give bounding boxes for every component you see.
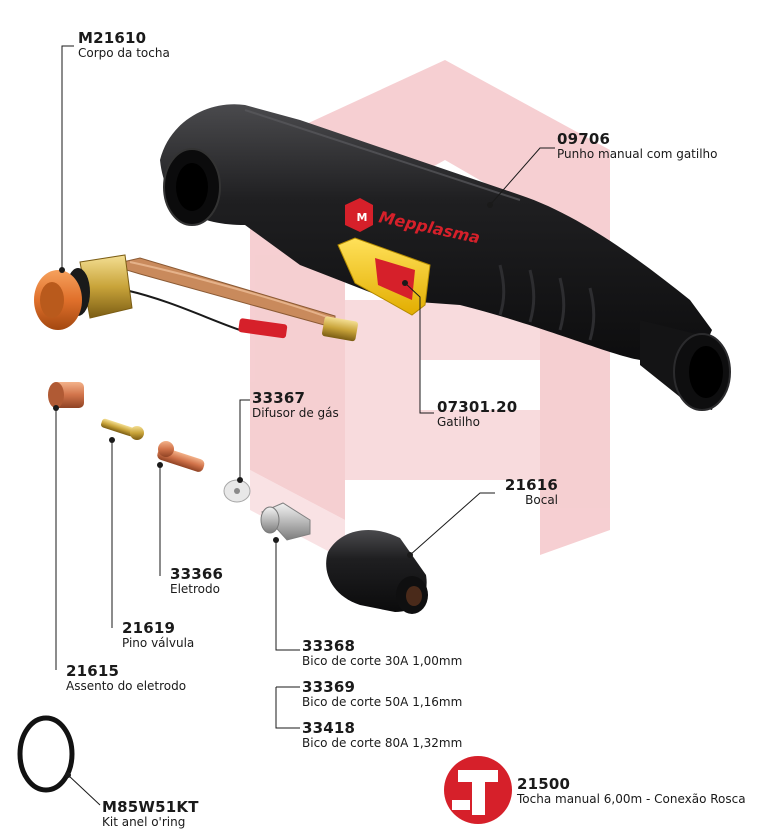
- nozzle: [326, 530, 428, 614]
- part-label-21619: 21619 Pino válvula: [122, 619, 195, 651]
- part-code: 21615: [66, 662, 120, 680]
- part-label-m21610: M21610 Corpo da tocha: [78, 29, 170, 61]
- torch-handle: [160, 104, 731, 411]
- leader-lines: [55, 45, 555, 806]
- part-desc: Corpo da tocha: [78, 46, 170, 61]
- electrode-seat: [48, 382, 84, 408]
- part-desc: Bico de corte 30A 1,00mm: [302, 654, 463, 669]
- part-code: 33368: [302, 637, 356, 655]
- svg-text:M: M: [357, 211, 368, 224]
- part-desc: Tocha manual 6,00m - Conexão Rosca: [517, 792, 746, 807]
- part-desc: Bico de corte 80A 1,32mm: [302, 736, 463, 751]
- part-desc: Kit anel o'ring: [102, 815, 186, 830]
- part-code: 21500: [517, 775, 571, 793]
- brand-logo-large: [444, 756, 512, 824]
- part-code: M85W51KT: [102, 798, 199, 816]
- part-label-21615: 21615 Assento do eletrodo: [66, 662, 187, 694]
- part-label-0730120: 07301.20 Gatilho: [437, 398, 518, 430]
- part-desc: Gatilho: [437, 415, 480, 430]
- gas-diffuser: [223, 479, 251, 503]
- part-label-33366: 33366 Eletrodo: [170, 565, 224, 597]
- cutting-tip: [260, 502, 311, 541]
- part-label-21500: 21500 Tocha manual 6,00m - Conexão Rosca: [517, 775, 746, 807]
- trigger: [337, 237, 431, 316]
- part-code: 33367: [252, 389, 306, 407]
- part-desc: Punho manual com gatilho: [557, 147, 718, 162]
- valve-pin: [100, 418, 144, 440]
- o-ring: [17, 715, 75, 793]
- part-code: M21610: [78, 29, 147, 47]
- part-desc: Bico de corte 50A 1,16mm: [302, 695, 463, 710]
- part-code: 09706: [557, 130, 611, 148]
- part-label-33367: 33367 Difusor de gás: [252, 389, 339, 421]
- part-code: 33418: [302, 719, 356, 737]
- part-desc: Difusor de gás: [252, 406, 339, 421]
- part-code: 07301.20: [437, 398, 518, 416]
- part-label-21616: 21616 Bocal: [470, 476, 558, 508]
- part-label-33418: 33418 Bico de corte 80A 1,32mm: [302, 719, 463, 751]
- part-label-m85w51kt: M85W51KT Kit anel o'ring: [102, 798, 199, 830]
- part-label-33368: 33368 Bico de corte 30A 1,00mm: [302, 637, 463, 669]
- part-code: 21619: [122, 619, 176, 637]
- part-label-33369: 33369 Bico de corte 50A 1,16mm: [302, 678, 463, 710]
- part-desc: Bocal: [525, 493, 558, 508]
- electrode: [157, 441, 205, 472]
- part-code: 33366: [170, 565, 224, 583]
- part-desc: Eletrodo: [170, 582, 220, 597]
- part-code: 21616: [504, 476, 558, 494]
- part-code: 33369: [302, 678, 356, 696]
- part-label-09706: 09706 Punho manual com gatilho: [557, 130, 718, 162]
- part-desc: Pino válvula: [122, 636, 195, 651]
- leader-dots: [53, 202, 493, 778]
- part-desc: Assento do eletrodo: [66, 679, 187, 694]
- torch-body: [34, 254, 359, 342]
